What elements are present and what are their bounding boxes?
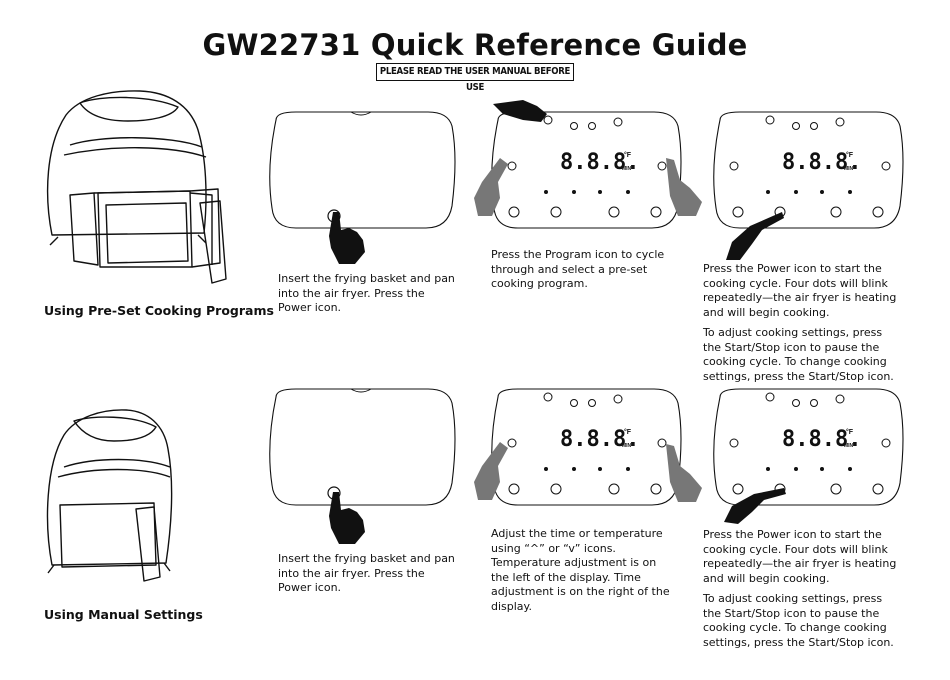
pointing-hand-icon (329, 212, 365, 264)
control-display-panel-3 (713, 111, 904, 229)
page-subtitle: PLEASE READ THE USER MANUAL BEFORE USE (376, 63, 574, 93)
pointing-hand-icon (666, 444, 702, 502)
pointing-hand-icon (329, 492, 365, 544)
step1-text: Insert the frying basket and pan into th… (278, 272, 456, 322)
step1-para: Insert the frying basket and pan into th… (278, 552, 455, 594)
pointing-hand-icon (474, 158, 508, 216)
page-title: GW22731 Quick Reference Guide (202, 28, 748, 62)
lcd-temp-unit: °F (846, 152, 854, 159)
step2-para: Press the Program icon to cycle through … (491, 248, 665, 290)
step3-para-a: Press the Power icon to start the cookin… (703, 528, 897, 585)
lcd-readout: 8.8.8. (560, 150, 640, 175)
lcd-time-unit: MIN (622, 166, 632, 172)
step1-para: Insert the frying basket and pan into th… (278, 272, 455, 314)
pointing-hand-icon (726, 212, 784, 260)
pointing-hand-icon (474, 442, 508, 500)
pointing-hand-icon (666, 158, 702, 216)
pointing-hand-icon (493, 100, 547, 122)
step3-para-a: Press the Power icon to start the cookin… (703, 262, 897, 319)
step3-text: Press the Power icon to start the cookin… (703, 262, 901, 390)
lcd-temp-unit: °F (624, 429, 632, 436)
section-label-preset: Using Pre-Set Cooking Programs (44, 303, 274, 318)
air-fryer-open-illustration (46, 90, 227, 284)
lcd-readout: 8.8.8. (782, 150, 862, 175)
step1-text: Insert the frying basket and pan into th… (278, 552, 456, 602)
section-label-manual: Using Manual Settings (44, 607, 203, 622)
air-fryer-closed-illustration (46, 409, 173, 582)
step3-para-b: To adjust cooking settings, press the St… (703, 326, 894, 383)
lcd-temp-unit: °F (846, 429, 854, 436)
lcd-readout: 8.8.8. (560, 427, 640, 452)
step3-text: Press the Power icon to start the cookin… (703, 528, 901, 656)
step2-para: Adjust the time or temperature using “^”… (491, 527, 670, 613)
lcd-time-unit: MIN (844, 166, 854, 172)
lcd-time-unit: MIN (844, 443, 854, 449)
step2-text: Adjust the time or temperature using “^”… (491, 527, 671, 620)
pointing-hand-icon (724, 488, 786, 524)
lcd-readout: 8.8.8. (782, 427, 862, 452)
lcd-temp-unit: °F (624, 152, 632, 159)
step2-text: Press the Program icon to cycle through … (491, 248, 671, 298)
lcd-time-unit: MIN (622, 443, 632, 449)
step3-para-b: To adjust cooking settings, press the St… (703, 592, 894, 649)
